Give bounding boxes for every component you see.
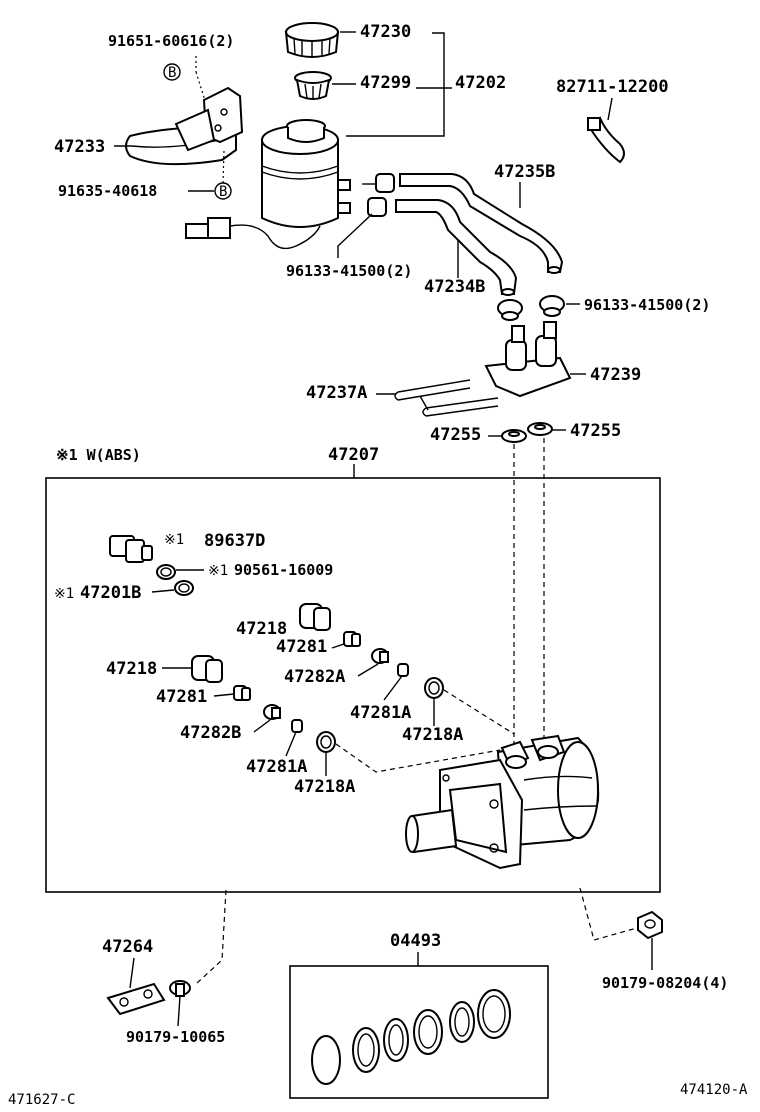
label-82711-12200: 82711-12200 bbox=[556, 77, 669, 97]
abs-note: ※1 W(ABS) bbox=[56, 446, 141, 464]
label-90561-16009: 90561-16009 bbox=[234, 561, 333, 579]
reservoir-hose-lower-part bbox=[367, 197, 518, 296]
label-47207: 47207 bbox=[328, 445, 379, 465]
o-ring-part bbox=[156, 564, 176, 580]
plug-lower-part bbox=[191, 655, 223, 683]
label-47281A-lower: 47281A bbox=[246, 757, 307, 777]
label-47281-lower: 47281 bbox=[156, 687, 207, 707]
label-47237A: 47237A bbox=[306, 383, 367, 403]
label-91651-60616: 91651-60616(2) bbox=[108, 32, 234, 50]
retaining-pin-part bbox=[394, 379, 499, 417]
label-47230: 47230 bbox=[360, 22, 411, 42]
label-04493: 04493 bbox=[390, 931, 441, 951]
label-47282B: 47282B bbox=[180, 723, 241, 743]
label-47299: 47299 bbox=[360, 73, 411, 93]
strainer-part bbox=[294, 71, 332, 100]
label-90179-10065: 90179-10065 bbox=[126, 1028, 225, 1046]
label-47201B: 47201B bbox=[80, 583, 141, 603]
switch-mark: ※1 bbox=[164, 532, 184, 548]
level-sensor-connector-part bbox=[185, 217, 321, 250]
label-47218-lower: 47218 bbox=[106, 659, 157, 679]
label-47282A: 47282A bbox=[284, 667, 345, 687]
label-89637D: 89637D bbox=[204, 531, 265, 551]
bracket-47264-part bbox=[106, 982, 166, 1016]
label-47255-left: 47255 bbox=[430, 425, 481, 445]
pressure-switch-part bbox=[109, 535, 153, 563]
master-cylinder-body-part bbox=[405, 734, 600, 870]
hose-clip-left-part bbox=[497, 299, 523, 321]
hose-clip-right-part bbox=[539, 295, 565, 317]
grommet-left-part bbox=[501, 429, 527, 443]
spring-lower-part bbox=[263, 704, 281, 720]
b-mark-upper-text: B bbox=[168, 65, 176, 81]
ref-code-right: 474120-A bbox=[680, 1082, 748, 1098]
gasket-a-upper-part bbox=[424, 677, 444, 699]
repair-kit-parts bbox=[311, 989, 511, 1085]
reservoir-tank-part bbox=[261, 119, 351, 228]
spring-upper-part bbox=[371, 648, 389, 664]
ref-code-left: 471627-C bbox=[8, 1092, 75, 1108]
gasket-a-lower-part bbox=[316, 731, 336, 753]
label-90179-08204: 90179-08204(4) bbox=[602, 974, 728, 992]
seat-a-upper-part bbox=[397, 663, 409, 677]
ring-47201b-part bbox=[174, 580, 194, 596]
label-47218-upper: 47218 bbox=[236, 619, 287, 639]
label-47235B: 47235B bbox=[494, 162, 555, 182]
grommet-right-part bbox=[527, 422, 553, 436]
b-mark-upper bbox=[163, 63, 181, 81]
plug-upper-part bbox=[299, 603, 331, 631]
ring-mark: ※1 bbox=[54, 586, 74, 602]
label-47218A-upper: 47218A bbox=[402, 725, 463, 745]
wire-clamp-part bbox=[587, 116, 625, 164]
nut-90179-08204-part bbox=[637, 910, 663, 940]
label-47264: 47264 bbox=[102, 937, 153, 957]
label-47202: 47202 bbox=[455, 73, 506, 93]
label-47218A-lower: 47218A bbox=[294, 777, 355, 797]
seat-lower-part bbox=[233, 685, 251, 701]
label-91635-40618: 91635-40618 bbox=[58, 182, 157, 200]
label-96133-41500-right: 96133-41500(2) bbox=[584, 296, 710, 314]
b-mark-lower-text: B bbox=[219, 184, 227, 200]
label-47281-upper: 47281 bbox=[276, 637, 327, 657]
label-47281A-upper: 47281A bbox=[350, 703, 411, 723]
reservoir-bracket-part bbox=[125, 86, 244, 166]
seat-a-lower-part bbox=[291, 719, 303, 733]
master-cylinder-assembly-box bbox=[45, 477, 661, 893]
reservoir-cap-part bbox=[284, 22, 340, 58]
label-47234B: 47234B bbox=[424, 277, 485, 297]
repair-kit-box bbox=[289, 965, 549, 1099]
label-47233: 47233 bbox=[54, 137, 105, 157]
hose-union-part bbox=[484, 321, 572, 398]
label-96133-41500-left: 96133-41500(2) bbox=[286, 262, 412, 280]
label-47239: 47239 bbox=[590, 365, 641, 385]
label-47255-right: 47255 bbox=[570, 421, 621, 441]
seat-upper-part bbox=[343, 631, 361, 647]
bolt-90179-10065-part bbox=[169, 980, 191, 997]
reservoir-hose-upper-part bbox=[362, 173, 564, 274]
oring-mark: ※1 bbox=[208, 563, 228, 579]
